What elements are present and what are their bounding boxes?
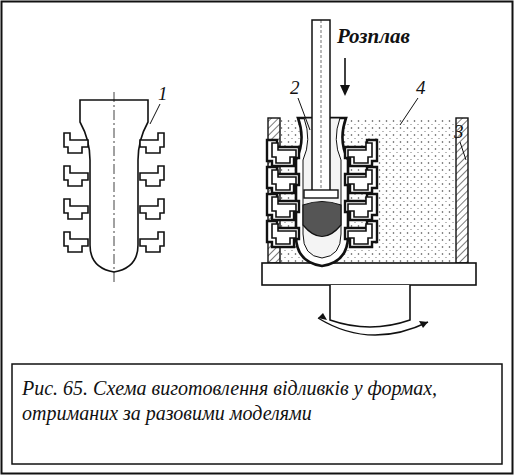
figure-caption: Рис. 65. Схема виготовлення відливків у … — [22, 376, 492, 426]
callout-number: 1 — [158, 84, 168, 103]
model-part — [140, 166, 164, 186]
model-part — [272, 143, 296, 163]
model-part — [348, 224, 372, 244]
model-part — [140, 232, 164, 252]
model-part — [64, 199, 88, 219]
melt-label: Розплав — [337, 26, 410, 47]
model-part — [348, 197, 372, 217]
callout-number: 2 — [290, 78, 300, 97]
model-part — [140, 199, 164, 219]
model-part — [64, 133, 88, 153]
model-part — [272, 170, 296, 190]
model-part — [64, 166, 88, 186]
model-part — [272, 197, 296, 217]
model-part — [348, 143, 372, 163]
model-part — [272, 224, 296, 244]
model-part — [140, 133, 164, 153]
callout-number: 3 — [454, 122, 464, 141]
model-part — [348, 170, 372, 190]
model-part — [64, 232, 88, 252]
callout-number: 4 — [416, 78, 426, 97]
